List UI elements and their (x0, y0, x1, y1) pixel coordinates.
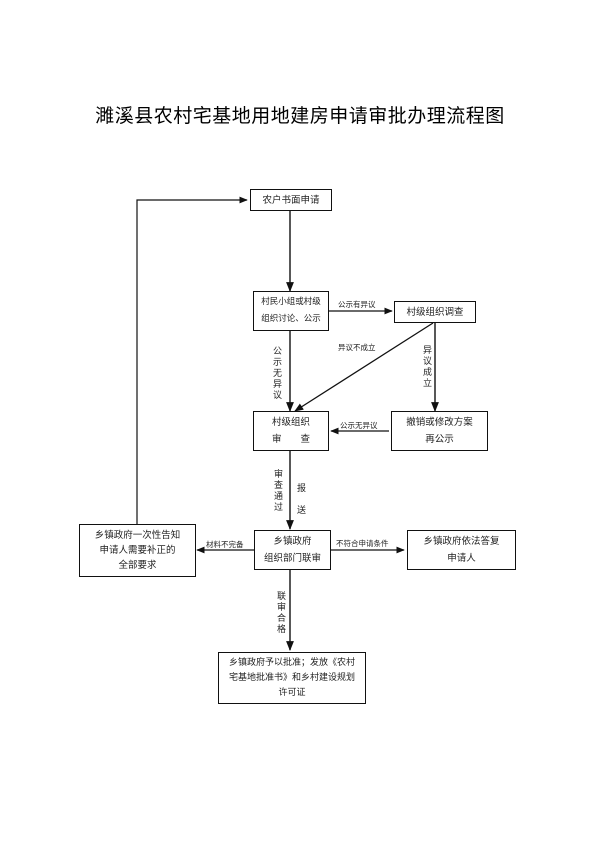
edge-label-ineligible: 不符合申请条件 (336, 539, 389, 548)
edge-label-objection-upheld: 异议成立 (422, 346, 432, 389)
node-township-approval: 乡镇政府予以批准；发放《农村 宅基地批准书》和乡村建设规划 许可证 (218, 652, 366, 704)
node-village-review: 村级组织 审 查 (253, 411, 329, 451)
node-villager-discussion: 村民小组或村级 组织讨论、公示 (253, 291, 329, 331)
edge-label-no-objection-horizontal: 公示无异议 (340, 421, 378, 430)
node-township-reply: 乡镇政府依法答复 申请人 (407, 530, 516, 570)
arrow-investigate-to-review (294, 322, 434, 412)
node-township-joint-review: 乡镇政府 组织部门联审 (254, 530, 331, 570)
edge-label-review-passed: 审查通过 (273, 470, 283, 513)
node-township-notify: 乡镇政府一次性告知 申请人需要补正的 全部要求 (79, 524, 196, 577)
page-title: 濉溪县农村宅基地用地建房申请审批办理流程图 (95, 105, 505, 127)
node-revise-plan: 撤销或修改方案 再公示 (391, 411, 488, 451)
edge-label-submit: 报送 (296, 484, 306, 516)
node-farmer-application: 农户书面申请 (250, 189, 332, 211)
edge-label-joint-passed: 联审合格 (276, 592, 286, 635)
edge-label-objection-rejected: 异议不成立 (338, 343, 376, 352)
edge-label-incomplete: 材料不完备 (206, 540, 244, 549)
arrow-notify-to-apply (136, 196, 248, 524)
edge-label-no-objection-vertical: 公示无异议 (272, 347, 282, 401)
edge-label-objection: 公示有异议 (338, 300, 376, 309)
node-village-investigation: 村级组织调查 (394, 301, 476, 323)
